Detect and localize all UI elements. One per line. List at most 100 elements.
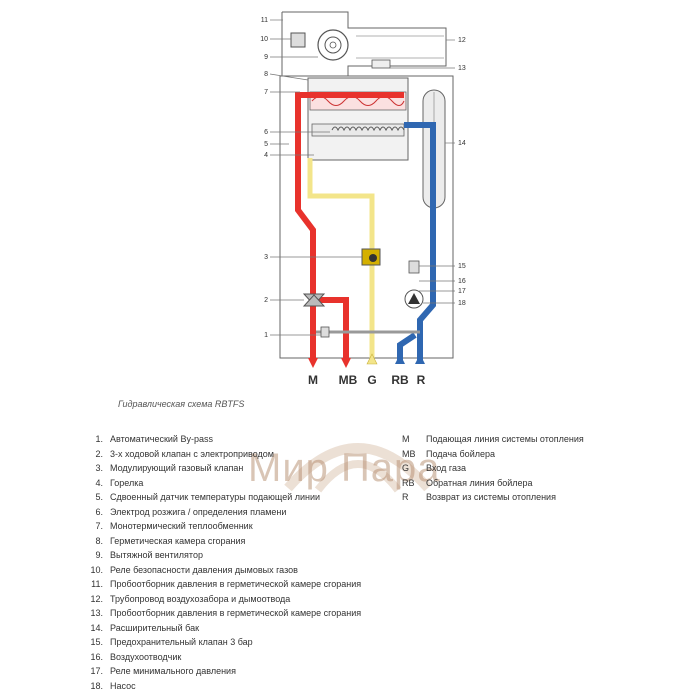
port-label-m: M — [308, 373, 318, 387]
burner — [311, 123, 405, 137]
legend-item-number: 6. — [95, 506, 103, 517]
hydraulic-diagram: 11 10 9 8 7 6 5 4 3 2 1 12 13 14 15 16 1… — [260, 11, 466, 387]
legend-item-text: Герметическая камера сгорания — [110, 535, 246, 546]
callout-1: 1 — [264, 332, 268, 339]
legend-item: 13. Пробоотборник давления в герметическо… — [86, 606, 361, 621]
fan — [317, 29, 349, 61]
legend-item-text: Автоматический By-pass — [110, 434, 213, 444]
legend-code-text: Вход газа — [426, 463, 466, 473]
port-label-mb: MB — [339, 373, 358, 387]
legend-code: G — [402, 463, 410, 473]
legend-item-number: 17. — [90, 666, 103, 676]
exchanger-coil — [311, 96, 405, 106]
callout-4: 4 — [264, 152, 268, 159]
port-label-rb: RB — [391, 373, 409, 387]
legend-item-number: 3. — [95, 463, 103, 473]
callout-5: 5 — [264, 141, 268, 148]
legend-code: MB — [402, 448, 416, 459]
legend-item-number: 8. — [95, 535, 103, 546]
legend-item-number: 12. — [90, 593, 103, 604]
legend-item-text: Сдвоенный датчик температуры подающей ли… — [110, 492, 321, 502]
legend-item-text: Предохранительный клапан 3 бар — [110, 637, 253, 647]
legend-item: 11.Пробоотборник давления в герметическо… — [86, 577, 361, 592]
boiler-supply-line — [318, 297, 349, 360]
port-label-g: G — [367, 373, 376, 387]
gas-line — [307, 158, 375, 360]
watermark-logo — [284, 443, 432, 493]
legend-code-text: Возврат из системы отопления — [426, 492, 556, 502]
legend-code-item: M Подающая линия системы отопления — [402, 432, 584, 447]
legend-item-number: 13. — [90, 608, 103, 618]
fan-hub — [324, 36, 342, 54]
legend-item-text: Пробоотборник давления в герметической к… — [110, 608, 362, 618]
legend-item-number: 4. — [95, 477, 103, 488]
legend-item: 7. Монотермический теплообменник — [86, 519, 361, 534]
port-label-r: R — [417, 373, 426, 387]
legend-item-text: Реле минимального давления — [110, 666, 236, 676]
legend-item-number: 9. — [95, 550, 103, 560]
legend-item-text: Воздухоотводчик — [110, 651, 182, 662]
port-arrow-g — [366, 353, 378, 365]
safety-valve — [408, 260, 420, 274]
legend-item-text: Монотермический теплообменник — [110, 521, 253, 531]
legend-item: 14.Расширительный бак — [86, 621, 361, 636]
callout-15: 15 — [458, 263, 466, 270]
legend-code: M — [402, 434, 410, 444]
legend-item-text: Электрод розжига / определения пламени — [110, 506, 287, 517]
legend-item: 1. Автоматический By-pass — [86, 432, 361, 447]
port-arrow-mb — [341, 358, 351, 368]
callout-8: 8 — [264, 71, 268, 78]
legend-item-number: 11. — [91, 579, 103, 589]
legend-item-number: 2. — [95, 448, 103, 459]
watermark-text: Мир Пара — [248, 446, 441, 490]
callout-13: 13 — [458, 65, 466, 72]
callout-2: 2 — [264, 297, 268, 304]
legend-item-number: 5. — [95, 492, 103, 502]
callout-16: 16 — [458, 278, 466, 285]
legend-item-number: 18. — [90, 680, 103, 691]
callout-18: 18 — [458, 300, 466, 307]
legend-item: 2.3-х ходовой клапан с электроприводом — [86, 447, 361, 462]
callout-6: 6 — [264, 129, 268, 136]
legend-item-number: 1. — [95, 434, 103, 444]
callout-7: 7 — [264, 89, 268, 96]
legend-item-text: Горелка — [110, 477, 144, 488]
legend-item: 18. Насос — [86, 679, 361, 694]
boiler-casing — [279, 75, 454, 359]
combustion-chamber — [307, 77, 409, 161]
callout-11: 11 — [261, 17, 268, 24]
callout-9: 9 — [264, 54, 268, 61]
legend-item-text: Трубопровод воздухозабора и дымоотвода — [110, 593, 291, 604]
legend-item-number: 16. — [90, 651, 103, 662]
pressure-switch — [290, 32, 306, 48]
callout-14: 14 — [458, 140, 466, 147]
legend-code-item: G Вход газа — [402, 461, 584, 476]
diagram-caption: Гидравлическая схема RBTFS — [118, 399, 245, 409]
legend-item: 9.Вытяжной вентилятор — [86, 548, 361, 563]
supply-line — [295, 92, 404, 360]
legend-item-text: Насос — [110, 680, 136, 691]
callout-17: 17 — [458, 288, 466, 295]
bypass-valve — [320, 326, 330, 338]
legend-item-number: 15. — [90, 637, 103, 647]
legend-item: 4. Горелка — [86, 476, 361, 491]
legend-item: 16. Воздухоотводчик — [86, 650, 361, 665]
legend-item: 8. Герметическая камера сгорания — [86, 534, 361, 549]
legend-code-text: Подающая линия системы отопления — [426, 434, 584, 444]
flue-duct-inner — [356, 35, 444, 59]
legend-item-number: 7. — [95, 521, 103, 531]
legend-item: 6. Электрод розжига / определения пламени — [86, 505, 361, 520]
legend-item-text: Модулирующий газовый клапан — [110, 463, 244, 473]
port-arrow-rb — [395, 354, 405, 364]
legend-item: 3. Модулирующий газовый клапан — [86, 461, 361, 476]
legend-code-text: Обратная линия бойлера — [426, 477, 533, 488]
callout-12: 12 — [458, 37, 466, 44]
port-arrow-m — [308, 358, 318, 368]
burner-flames — [331, 126, 405, 132]
legend-code-text: Подача бойлера — [426, 448, 495, 459]
legend-item-number: 10. — [90, 564, 103, 575]
legend-item-text: Расширительный бак — [110, 622, 200, 633]
callout-leaders-right — [390, 39, 455, 304]
